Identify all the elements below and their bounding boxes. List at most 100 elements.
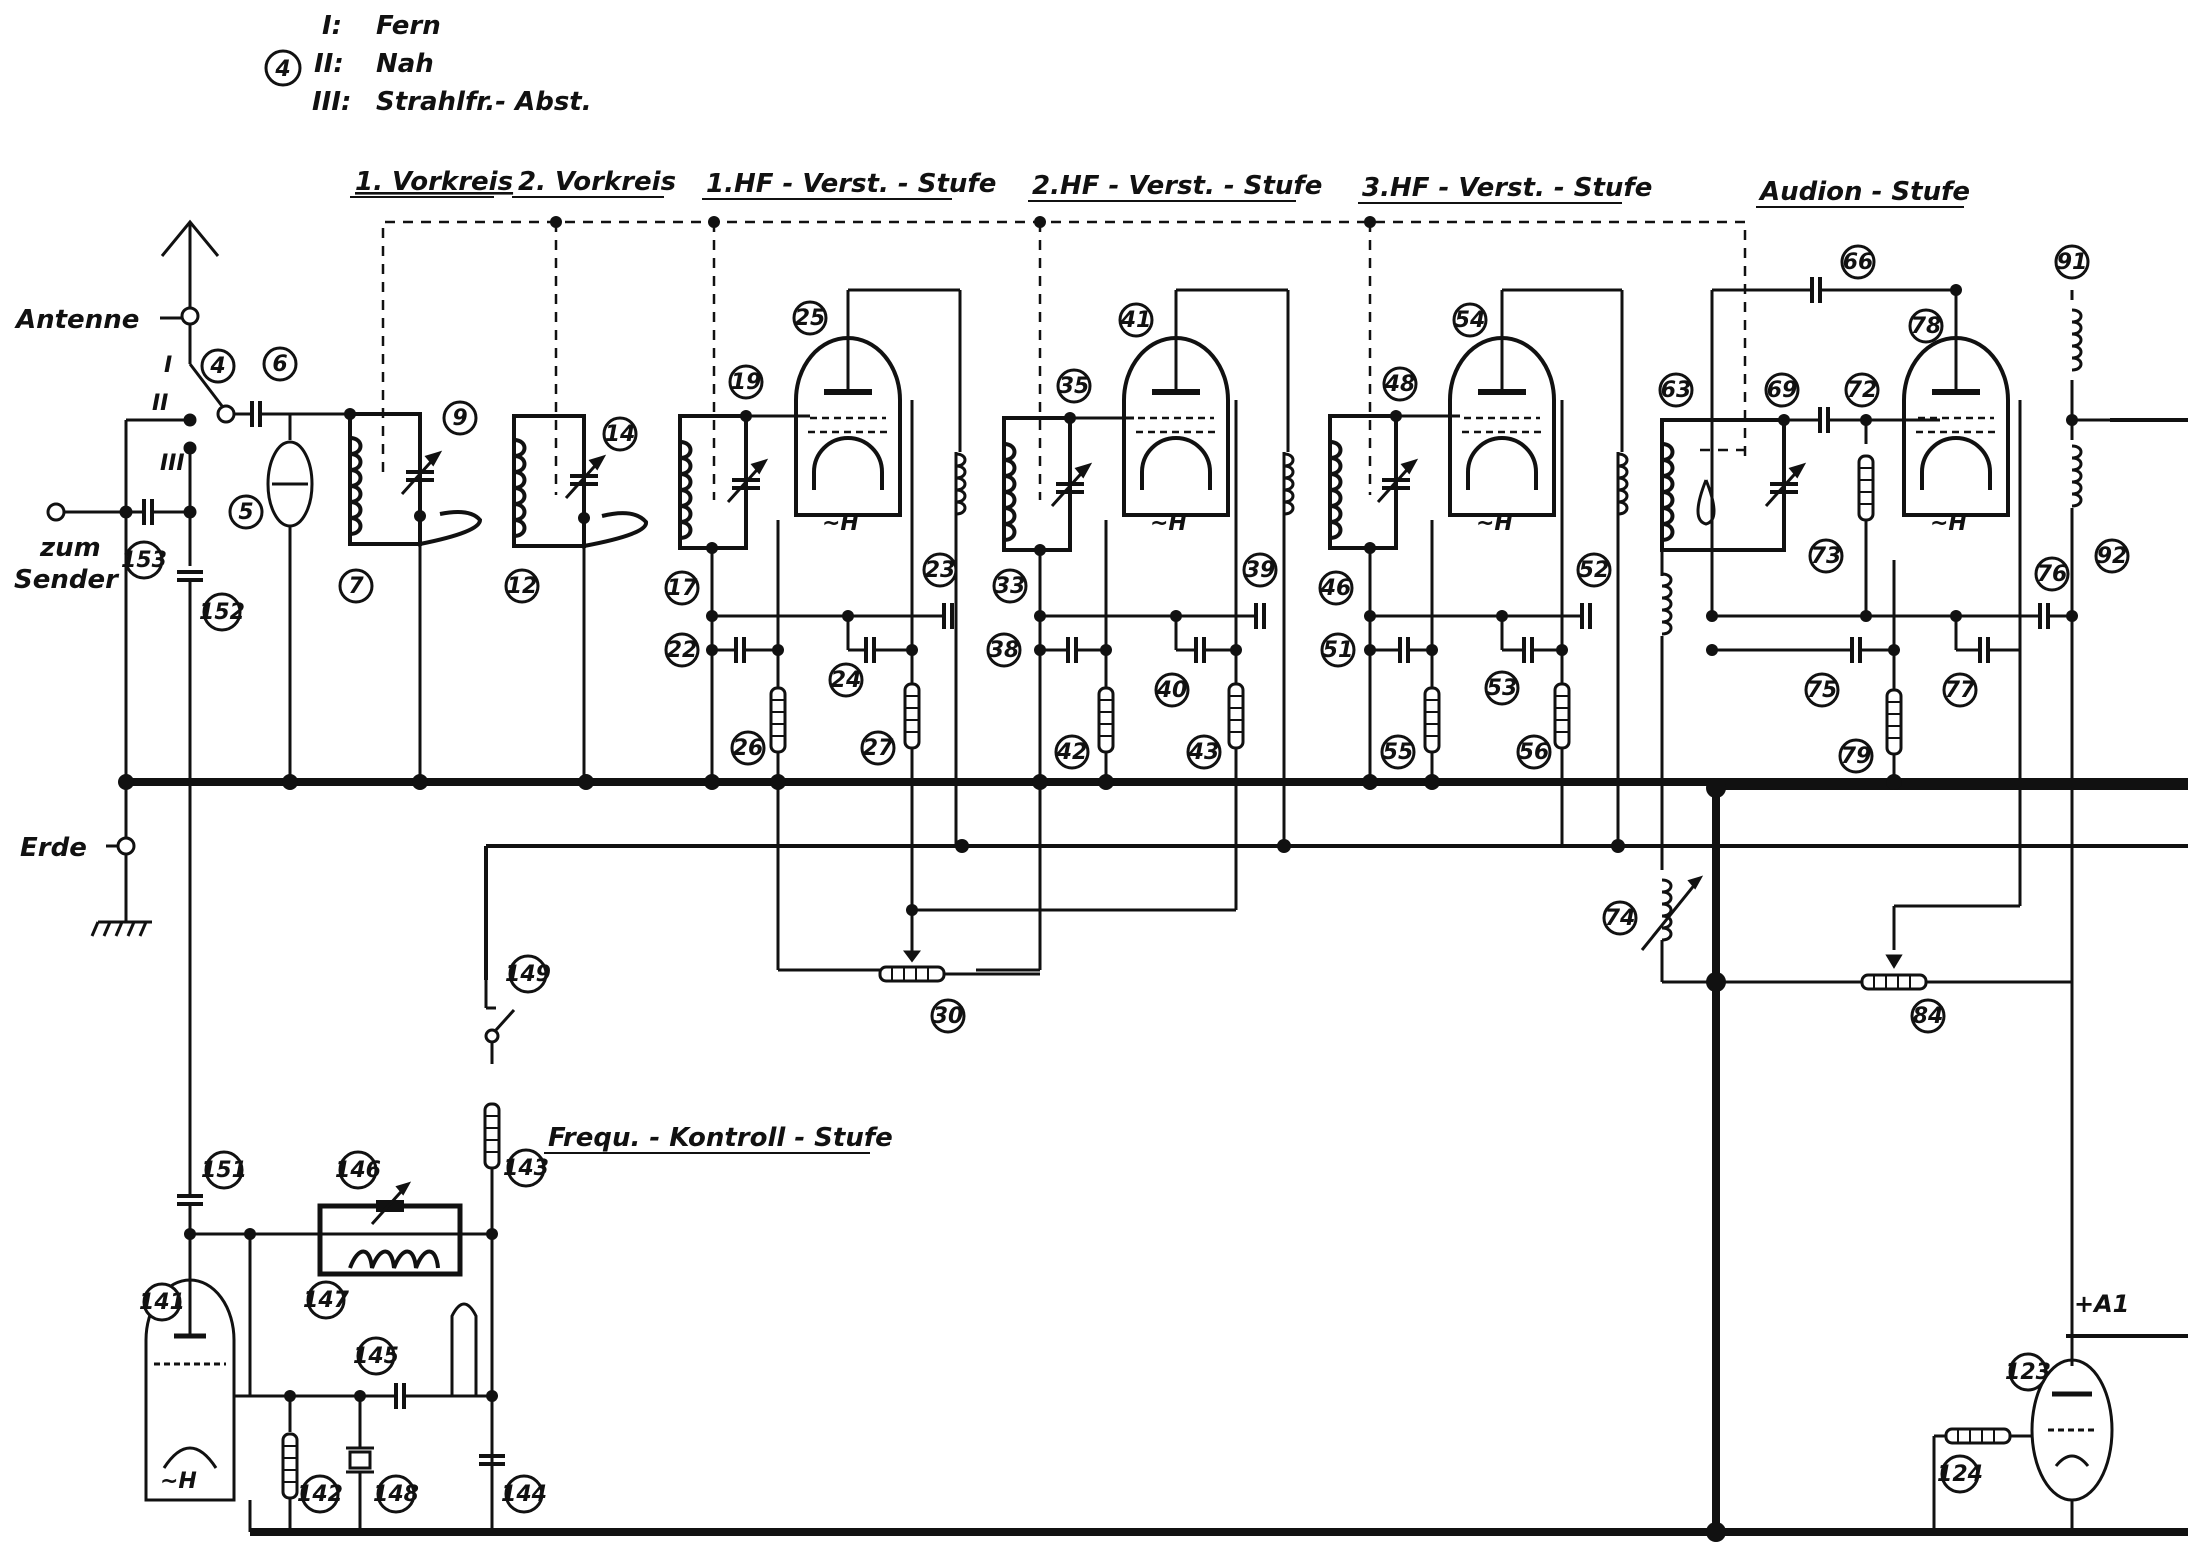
component-number: 14 [605, 422, 636, 447]
legend-text-fern: Fern [376, 11, 441, 41]
component-number: 4 [209, 354, 225, 379]
component-number: 78 [1911, 314, 1942, 339]
component-callout-91: 91 [2054, 244, 2090, 280]
component-number: 123 [2005, 1360, 2051, 1385]
component-callout-12: 12 [504, 568, 540, 604]
component-number: 69 [1767, 378, 1798, 403]
component-number: 19 [731, 370, 762, 395]
terminal-label-antenne: Antenne [14, 305, 139, 335]
component-number: 40 [1156, 678, 1188, 703]
switch-label-iii: III [160, 451, 185, 476]
component-callout-66: 66 [1840, 244, 1876, 280]
component-number: 149 [505, 962, 551, 987]
component-callout-56: 56 [1516, 734, 1552, 770]
component-number: 79 [1841, 744, 1872, 769]
component-callout-42: 42 [1054, 734, 1090, 770]
component-callout-4: 4 [200, 348, 236, 384]
component-number: 146 [335, 1158, 381, 1183]
switch-label-ii: II [152, 391, 168, 416]
component-callout-141: 141 [139, 1282, 185, 1322]
component-callout-146: 146 [335, 1150, 381, 1190]
antenna-input-section [46, 219, 350, 1190]
component-callout-75: 75 [1804, 672, 1840, 708]
component-callout-23: 23 [922, 552, 958, 588]
heater-label-141: ~H [160, 1469, 197, 1494]
component-callout-43: 43 [1186, 734, 1222, 770]
component-callout-76: 76 [2034, 556, 2070, 592]
component-number: 38 [989, 638, 1020, 663]
legend: 4 I: Fern II: Nah III: Strahlfr.- Abst. [264, 11, 592, 117]
component-number: 53 [1487, 676, 1518, 701]
component-number: 145 [353, 1344, 399, 1369]
component-callout-27: 27 [860, 730, 896, 766]
component-callout-69: 69 [1764, 372, 1800, 408]
component-number: 76 [2037, 562, 2068, 587]
stage-label-vorkreis-2: 2. Vorkreis [518, 167, 676, 197]
audion-stage: ~H [1660, 275, 2110, 1336]
component-number: 56 [1519, 740, 1550, 765]
component-number: 39 [1245, 558, 1276, 583]
component-number: 147 [303, 1288, 350, 1313]
component-number: 91 [2057, 250, 2088, 275]
component-callout-77: 77 [1942, 672, 1978, 708]
component-callout-24: 24 [828, 662, 864, 698]
stage-label-hf-2: 2.HF - Verst. - Stufe [1032, 171, 1322, 201]
component-callout-22: 22 [664, 632, 700, 668]
stage-label-hf-1: 1.HF - Verst. - Stufe [706, 169, 996, 199]
component-callout-35: 35 [1056, 368, 1092, 404]
variable-inductor-74 [1640, 875, 1716, 984]
component-callout-145: 145 [353, 1336, 399, 1376]
component-callout-63: 63 [1658, 372, 1694, 408]
component-callout-53: 53 [1484, 670, 1520, 706]
component-number: 30 [933, 1004, 964, 1029]
component-callout-19: 19 [728, 364, 764, 400]
component-number: 54 [1455, 308, 1486, 333]
component-number: 151 [201, 1158, 247, 1183]
component-number: 124 [1937, 1462, 1983, 1487]
component-callout-74: 74 [1602, 900, 1638, 936]
component-callout-153: 153 [121, 540, 167, 580]
component-callout-5: 5 [228, 494, 264, 530]
component-number: 24 [831, 668, 862, 693]
vorkreis-circuits [348, 412, 648, 782]
component-callout-148: 148 [373, 1474, 419, 1514]
component-number: 41 [1120, 308, 1152, 333]
heater-label-hf1: ~H [822, 511, 859, 536]
component-callout-25: 25 [792, 300, 828, 336]
component-callout-54: 54 [1452, 302, 1488, 338]
component-callout-52: 52 [1576, 552, 1612, 588]
terminal-label-erde: Erde [20, 833, 87, 863]
component-callout-48: 48 [1382, 366, 1418, 402]
stage-label-frequ-kontroll: Frequ. - Kontroll - Stufe [548, 1123, 893, 1153]
stage-label-vorkreis-1: 1. Vorkreis [355, 167, 513, 197]
component-number: 55 [1383, 740, 1414, 765]
component-number: 51 [1323, 638, 1354, 663]
component-callout-30: 30 [930, 998, 966, 1034]
component-callout-51: 51 [1320, 632, 1356, 668]
component-number: 7 [348, 574, 364, 599]
gang-tuning-linkage [381, 220, 1747, 500]
component-number: 48 [1384, 372, 1416, 397]
legend-roman-1: I: [322, 11, 342, 41]
component-callout-9: 9 [442, 400, 478, 436]
component-number: 143 [503, 1156, 549, 1181]
component-number: 148 [373, 1482, 419, 1507]
legend-text-nah: Nah [376, 49, 434, 79]
component-number: 17 [667, 576, 698, 601]
component-callout-124: 124 [1937, 1454, 1983, 1494]
terminal-label-zum: zum [39, 533, 101, 563]
component-number: 72 [1847, 378, 1878, 403]
stage-label-audion: Audion - Stufe [1758, 177, 1970, 207]
component-number: 12 [507, 574, 538, 599]
component-callout-142: 142 [297, 1474, 343, 1514]
component-callout-46: 46 [1318, 570, 1354, 606]
component-number: 23 [925, 558, 956, 583]
frequency-control-stage [144, 980, 516, 1532]
component-callout-6: 6 [262, 346, 298, 382]
component-number: 66 [1843, 250, 1874, 275]
component-number: 142 [297, 1482, 343, 1507]
ground-bus [126, 418, 2188, 1536]
component-number: 92 [2097, 544, 2128, 569]
component-number: 63 [1661, 378, 1692, 403]
switch-label-i: I [164, 353, 172, 378]
